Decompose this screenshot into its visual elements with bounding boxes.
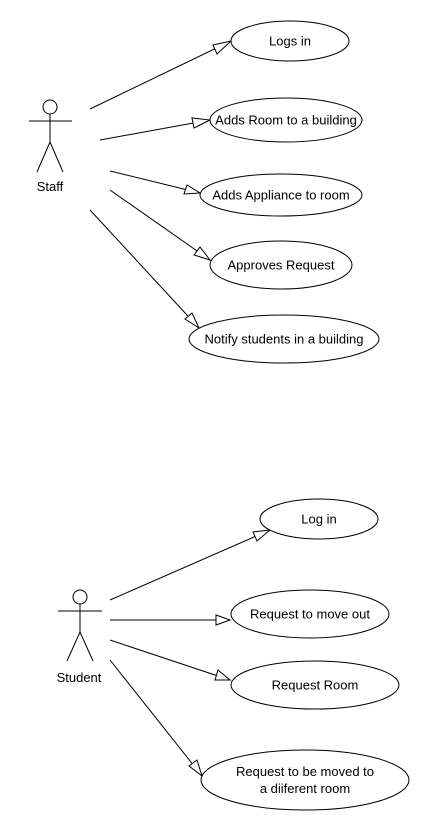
use-case-logs-in-label: Logs in [269,34,311,49]
association-staff-adds-appliance [109,170,201,194]
association-staff-logs-in [89,40,232,110]
use-case-request-moved-line2: a diiferent room [260,781,350,796]
arrowhead-student-move-different [188,759,203,778]
use-case-approves-request-label: Approves Request [228,258,335,273]
association-staff-notify [89,209,200,329]
association-student-request-room [109,639,231,681]
arrowhead-student-request-room [214,669,232,681]
use-case-request-moved-different-room[interactable]: Request to be moved to a diiferent room [200,749,410,811]
student-associations [109,529,272,778]
actor-student-label: Student [57,670,102,685]
actor-staff-right-leg [49,141,64,173]
arrowhead-staff-approves [193,246,212,261]
use-case-log-in[interactable]: Log in [259,498,379,540]
actor-staff-left-leg [36,141,51,173]
use-case-adds-appliance-label: Adds Appliance to room [212,188,349,203]
arrowhead-staff-adds-appliance [183,184,202,195]
staff-associations [89,40,233,330]
use-case-request-move-out-label: Request to move out [250,607,370,622]
arrowhead-staff-notify [184,312,201,330]
arrowhead-staff-logs-in [212,40,233,55]
use-case-request-moved-line1: Request to be moved to [236,764,374,779]
arrowhead-student-log-in [252,529,272,542]
actor-staff-head [42,99,58,115]
actor-student-left-leg [66,631,81,662]
actor-staff-label: Staff [37,179,64,194]
use-case-request-room-label: Request Room [272,678,359,693]
arrowhead-student-move-out [215,614,232,626]
use-case-notify-students[interactable]: Notify students in a building [188,314,380,364]
use-case-adds-appliance[interactable]: Adds Appliance to room [199,173,363,217]
association-staff-approves [109,189,211,261]
use-case-notify-students-label: Notify students in a building [205,332,364,347]
association-student-move-different [109,659,203,777]
actor-staff [29,99,72,173]
association-student-log-in [109,529,271,601]
actor-student-head [72,589,88,605]
use-case-logs-in[interactable]: Logs in [230,20,350,62]
use-case-request-move-out[interactable]: Request to move out [230,589,390,639]
actor-student-right-leg [79,631,94,662]
use-case-adds-room-label: Adds Room to a building [215,113,357,128]
arrowhead-staff-adds-room [191,117,212,129]
use-case-adds-room[interactable]: Adds Room to a building [209,97,363,143]
actor-student [58,589,102,662]
use-case-approves-request[interactable]: Approves Request [209,240,353,290]
association-staff-adds-room [99,119,211,141]
use-case-log-in-label: Log in [301,512,336,527]
use-case-request-room[interactable]: Request Room [230,660,400,710]
